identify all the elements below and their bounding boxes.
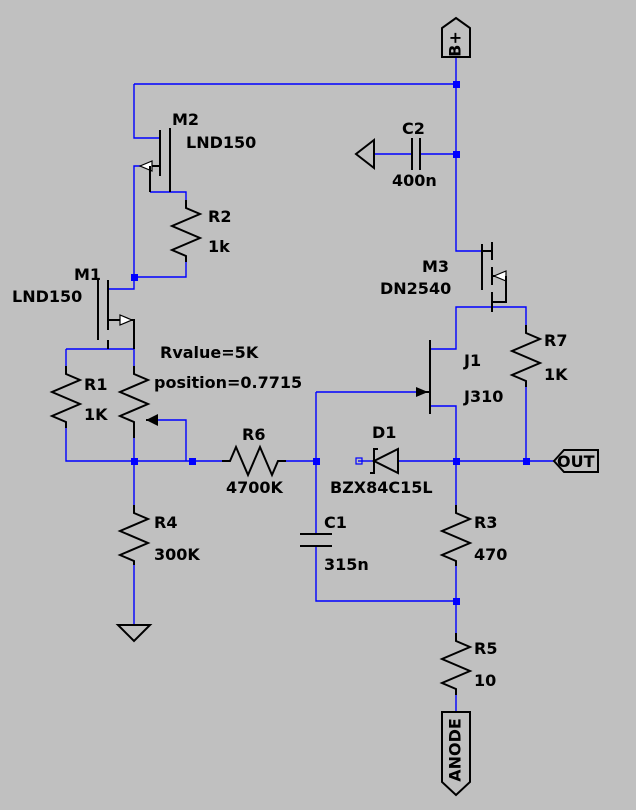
m2-value: LND150	[186, 133, 256, 152]
m3-ref: M3	[422, 257, 449, 276]
r5-value: 10	[474, 671, 496, 690]
r3-ref: R3	[474, 513, 497, 532]
c1-value: 315n	[324, 555, 369, 574]
m2-ref: M2	[172, 110, 199, 129]
ground-symbol-bottom	[115, 624, 153, 643]
r4-value: 300K	[154, 545, 200, 564]
c2-ref: C2	[402, 119, 425, 138]
mosfet-m3[interactable]: M3 DN2540	[380, 242, 507, 312]
r1-value: 1K	[84, 405, 108, 424]
junctions	[131, 81, 530, 605]
potentiometer[interactable]: Rvalue=5K position=0.7715	[117, 343, 302, 438]
r4-ref: R4	[154, 513, 177, 532]
junction-dot	[523, 458, 530, 465]
port-out[interactable]: OUT	[552, 449, 599, 473]
capacitor-c2[interactable]: C2 400n	[392, 119, 437, 190]
r7-ref: R7	[544, 331, 567, 350]
ground-symbol-c2	[354, 137, 375, 171]
junction-dot	[313, 458, 320, 465]
zener-diode-d1[interactable]: D1 BZX84C15L	[330, 423, 433, 497]
m3-value: DN2540	[380, 279, 451, 298]
jfet-j1[interactable]: J1 J310	[416, 340, 503, 414]
d1-value: BZX84C15L	[330, 478, 433, 497]
junction-dot	[453, 598, 460, 605]
m1-ref: M1	[74, 265, 101, 284]
resistor-r7[interactable]: R7 1K	[509, 325, 568, 387]
port-bplus[interactable]: B+	[441, 16, 471, 58]
r6-ref: R6	[242, 425, 265, 444]
resistor-r6[interactable]: R6 4700K	[222, 425, 286, 497]
r2-ref: R2	[208, 207, 231, 226]
mosfet-m1[interactable]: M1 LND150	[12, 265, 135, 349]
r2-value: 1k	[208, 237, 230, 256]
c1-ref: C1	[324, 513, 347, 532]
junction-dot	[453, 458, 460, 465]
r3-value: 470	[474, 545, 507, 564]
r1-ref: R1	[84, 375, 107, 394]
port-anode-label: ANODE	[446, 718, 465, 782]
junction-dot	[189, 458, 196, 465]
junction-dot	[131, 274, 138, 281]
r7-value: 1K	[544, 365, 568, 384]
wires	[65, 57, 554, 712]
resistor-r4[interactable]: R4 300K	[117, 505, 200, 565]
mosfet-m2[interactable]: M2 LND150	[138, 110, 256, 192]
capacitor-c1[interactable]: C1 315n	[300, 513, 369, 574]
junction-dot	[453, 81, 460, 88]
port-anode[interactable]: ANODE	[441, 711, 471, 797]
port-out-label: OUT	[557, 452, 595, 471]
j1-ref: J1	[463, 351, 481, 370]
c2-value: 400n	[392, 171, 437, 190]
resistor-r1[interactable]: R1 1K	[49, 366, 108, 428]
resistor-r5[interactable]: R5 10	[439, 633, 497, 695]
d1-ref: D1	[372, 423, 396, 442]
pot-position: position=0.7715	[154, 373, 302, 392]
m1-value: LND150	[12, 287, 82, 306]
r6-value: 4700K	[226, 478, 284, 497]
port-bplus-label: B+	[446, 31, 465, 57]
r5-ref: R5	[474, 639, 497, 658]
resistor-r3[interactable]: R3 470	[439, 505, 507, 566]
junction-dot	[453, 151, 460, 158]
junction-dot	[131, 458, 138, 465]
j1-value: J310	[463, 387, 503, 406]
pot-rvalue: Rvalue=5K	[160, 343, 259, 362]
resistor-r2[interactable]: R2 1k	[169, 200, 231, 262]
